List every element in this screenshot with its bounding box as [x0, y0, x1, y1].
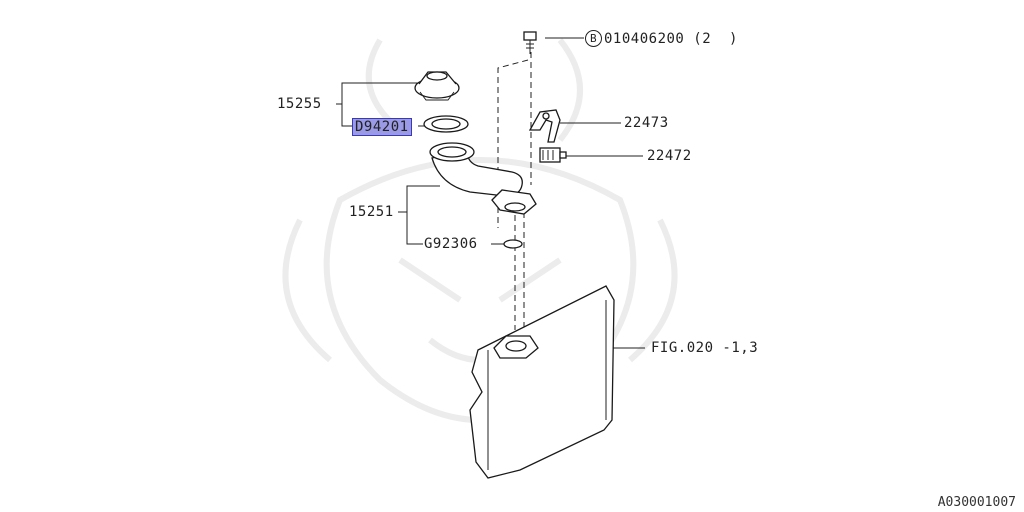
bolt-part-number: 010406200 (2 )	[604, 31, 738, 47]
assembly-dashes	[497, 52, 532, 330]
diagram-reference-id: A030001007	[937, 495, 1016, 510]
part-label-22473: 22473	[624, 115, 669, 131]
part-label-d94201-highlighted[interactable]: D94201	[352, 118, 412, 136]
bolt-circle-marker: B	[585, 30, 602, 47]
bracket-part	[528, 109, 561, 143]
part-label-22472: 22472	[647, 148, 692, 164]
part-label-15251: 15251	[349, 204, 394, 220]
tank-part	[469, 285, 615, 479]
filler-pipe-part	[429, 142, 537, 215]
figure-reference-label: FIG.020 -1,3	[651, 340, 759, 356]
part-label-15255: 15255	[277, 96, 322, 112]
leader-lines	[336, 37, 645, 349]
bolt-part	[523, 31, 537, 54]
o-ring-part	[503, 239, 523, 249]
part-label-g92306: G92306	[424, 236, 478, 252]
filler-cap-part	[414, 71, 460, 101]
gasket-ring-part	[423, 115, 469, 133]
connector-part	[539, 147, 567, 163]
